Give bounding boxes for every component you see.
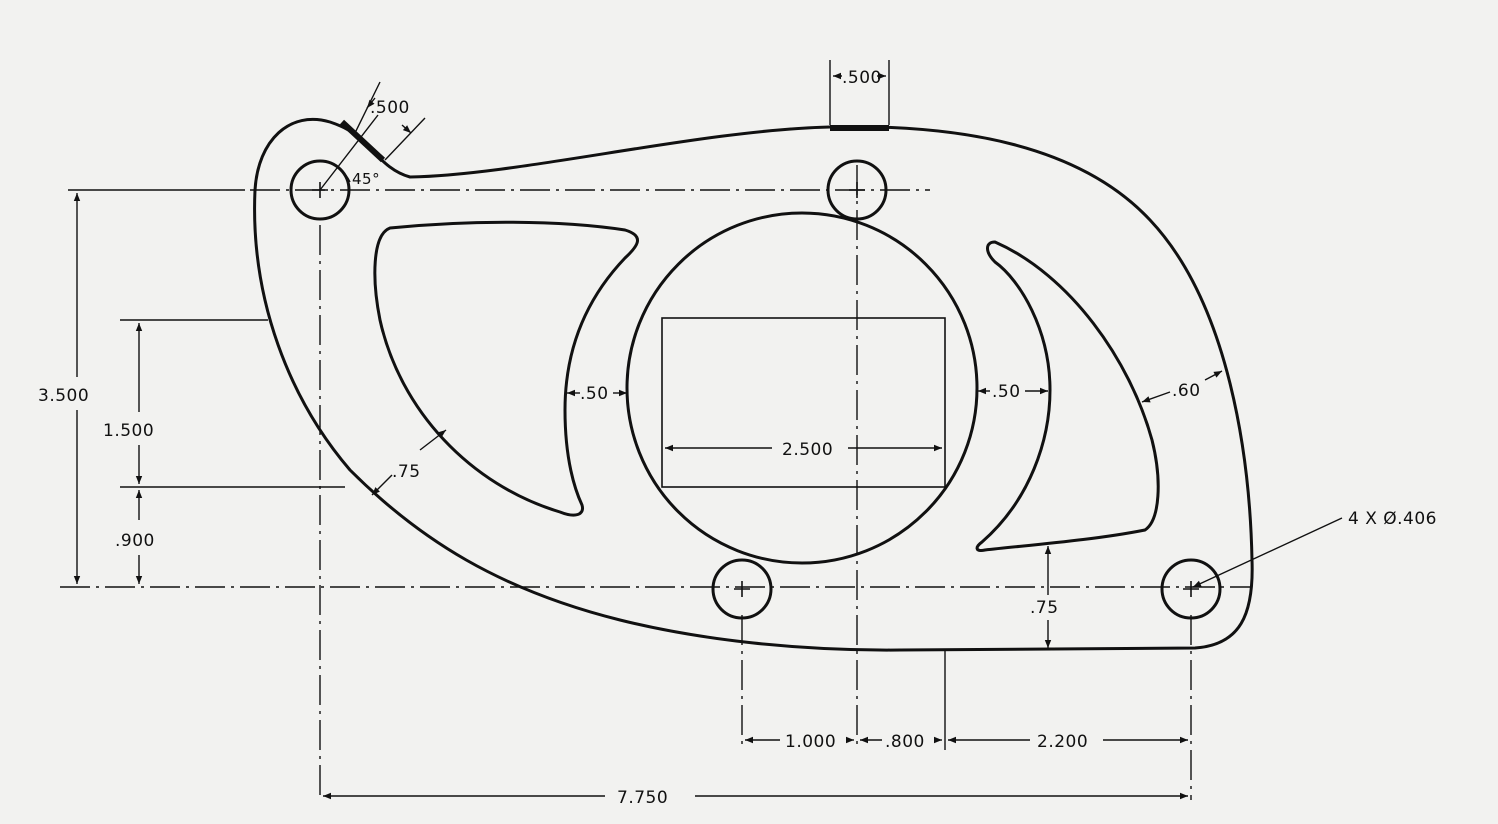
lug-flat-mark bbox=[339, 119, 386, 163]
dim-height-total: 3.500 bbox=[38, 386, 89, 406]
dimension-lines bbox=[73, 72, 1343, 800]
part-outline bbox=[253, 117, 1254, 652]
dim-spacing-left: 1.000 bbox=[785, 732, 836, 752]
hole-crosses bbox=[312, 182, 1199, 597]
dim-rect-width: 2.500 bbox=[782, 440, 833, 460]
dim-overall-width: 7.750 bbox=[617, 788, 668, 808]
dim-wall-bottom: .75 bbox=[1030, 598, 1059, 618]
dim-spacing-right: 2.200 bbox=[1037, 732, 1088, 752]
dim-height-mid: 1.500 bbox=[103, 421, 154, 441]
central-bore bbox=[625, 211, 979, 565]
dim-web-left: .50 bbox=[580, 384, 609, 404]
rect-window bbox=[661, 317, 946, 488]
dim-web-right: .50 bbox=[992, 382, 1021, 402]
dim-lug-width: .500 bbox=[370, 98, 410, 118]
cutout-left bbox=[373, 220, 639, 517]
callout-holes: 4 X Ø.406 bbox=[1348, 509, 1437, 529]
center-lines bbox=[60, 165, 1250, 800]
dim-height-low: .900 bbox=[115, 531, 155, 551]
cutout-right bbox=[975, 240, 1160, 552]
extension-lines bbox=[68, 60, 946, 750]
dim-wall-left: .75 bbox=[392, 462, 421, 482]
dim-spacing-mid: .800 bbox=[885, 732, 925, 752]
dim-angle: 45° bbox=[352, 170, 380, 188]
dim-top-pad: .500 bbox=[842, 68, 882, 88]
dim-wall-right: .60 bbox=[1172, 381, 1201, 401]
